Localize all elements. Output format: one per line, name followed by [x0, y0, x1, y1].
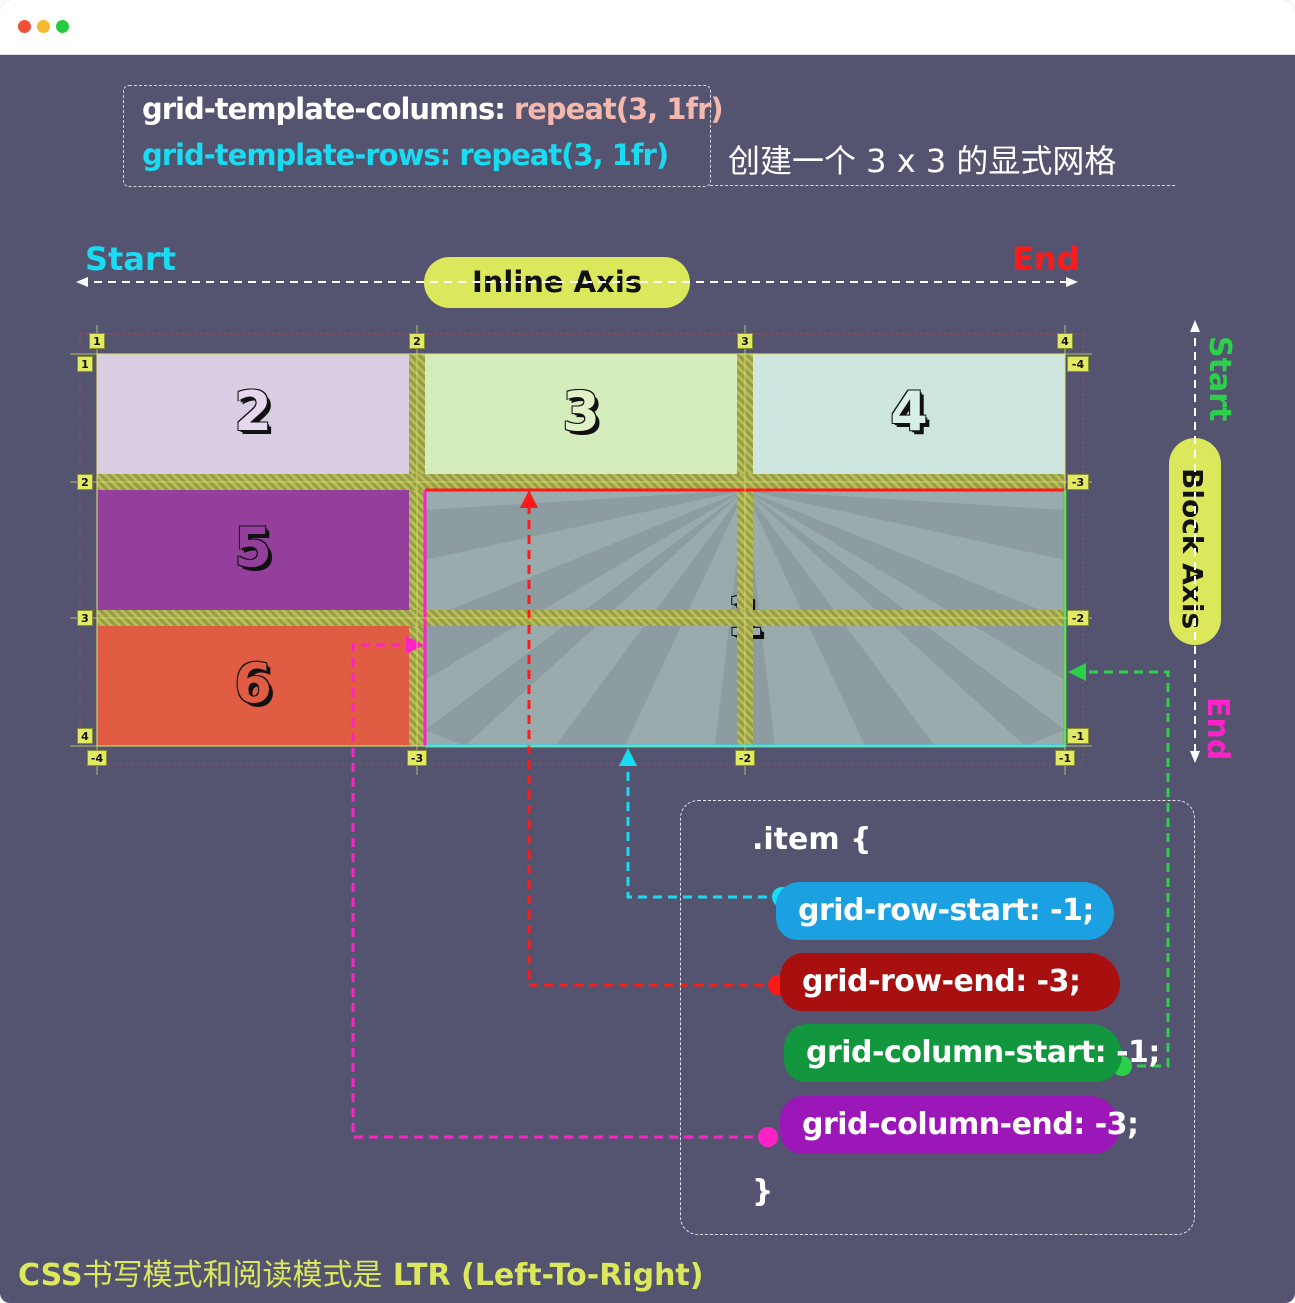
row-line-2-tag: 2 [77, 474, 93, 490]
description-text: 创建一个 3 x 3 的显式网格 [728, 142, 1117, 180]
cell-number-2: 2 [234, 380, 272, 443]
row-line-neg1-tag: -1 [1067, 728, 1089, 744]
title-bar [0, 0, 1295, 55]
cell-number-6: 6 [234, 652, 272, 715]
col-line-neg1-tag: -1 [1055, 750, 1075, 766]
minimize-window-button[interactable] [37, 20, 50, 33]
col-line-3-tag: 3 [737, 333, 753, 349]
grid-cell-5: 5 [97, 490, 409, 610]
col-line-neg3-tag: -3 [407, 750, 427, 766]
footer-note: CSS书写模式和阅读模式是 LTR (Left-To-Right) [18, 1250, 703, 1294]
grid-row-start-declaration: grid-row-start: -1; [776, 882, 1114, 940]
close-window-button[interactable] [18, 20, 31, 33]
footer-css: CSS [18, 1258, 83, 1293]
row-line-neg3-tag: -3 [1067, 474, 1089, 490]
col-line-neg4-tag: -4 [87, 750, 107, 766]
row-line-neg2-tag: -2 [1067, 610, 1089, 626]
row-line-neg4-tag: -4 [1067, 356, 1089, 372]
description-underline [710, 185, 1175, 186]
grid-template-columns-line: grid-template-columns: repeat(3, 1fr) [142, 92, 724, 126]
inline-axis-end-label: End [1012, 240, 1080, 278]
grid-cell-3: 3 [425, 354, 737, 474]
item-rule-open: .item { [752, 822, 872, 857]
col-line-neg2-tag: -2 [735, 750, 755, 766]
grid-column-start-declaration: grid-column-start: -1; [784, 1024, 1160, 1082]
cell-number-3: 3 [562, 380, 600, 443]
item-rule-close: } [752, 1174, 774, 1209]
grid-template-rows-line: grid-template-rows: repeat(3, 1fr) [142, 138, 669, 172]
grid-row-end-declaration: grid-row-end: -3; [780, 953, 1120, 1011]
row-line-4-tag: 4 [77, 728, 93, 744]
grid-cell-2: 2 [97, 354, 409, 474]
footer-middle: 书写模式和阅读模式是 [82, 1258, 383, 1293]
col-line-1-tag: 1 [89, 333, 105, 349]
footer-ltr: LTR (Left-To-Right) [382, 1258, 704, 1293]
cell-number-4: 4 [890, 380, 928, 443]
row-line-3-tag: 3 [77, 610, 93, 626]
col-line-2-tag: 2 [409, 333, 425, 349]
col-line-4-tag: 4 [1057, 333, 1073, 349]
grid-template-code-box: grid-template-columns: repeat(3, 1fr) gr… [123, 85, 724, 187]
grid-cell-4: 4 [753, 354, 1065, 474]
columns-property: grid-template-columns: [142, 92, 506, 126]
inline-axis-start-label: Start [85, 240, 177, 278]
grid-column-end-declaration: grid-column-end: -3; [780, 1096, 1139, 1154]
columns-value: repeat(3, 1fr) [513, 92, 724, 126]
row-line-1-tag: 1 [77, 356, 93, 372]
grid-cell-6: 6 [97, 626, 409, 746]
item-rule-box [680, 800, 1195, 1235]
cell-number-5: 5 [234, 516, 272, 579]
maximize-window-button[interactable] [56, 20, 69, 33]
